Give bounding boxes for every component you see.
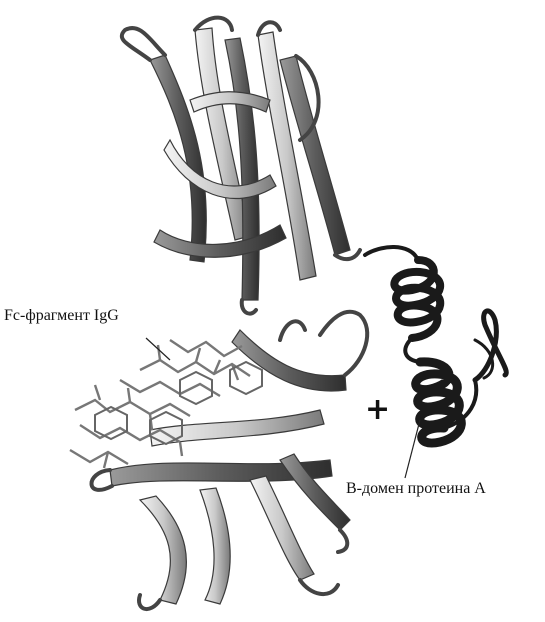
binding-plus-sign: + [365, 392, 390, 427]
b-domain-label-leader [405, 420, 420, 478]
carbohydrate-sticks [70, 340, 250, 468]
upper-domain-beta-sheet [150, 28, 350, 300]
protein-a-b-domain-label: B-домен протеина A [346, 480, 486, 498]
fc-fragment-label: Fc-фрагмент IgG [4, 307, 119, 325]
fc-label-leader [146, 338, 170, 360]
